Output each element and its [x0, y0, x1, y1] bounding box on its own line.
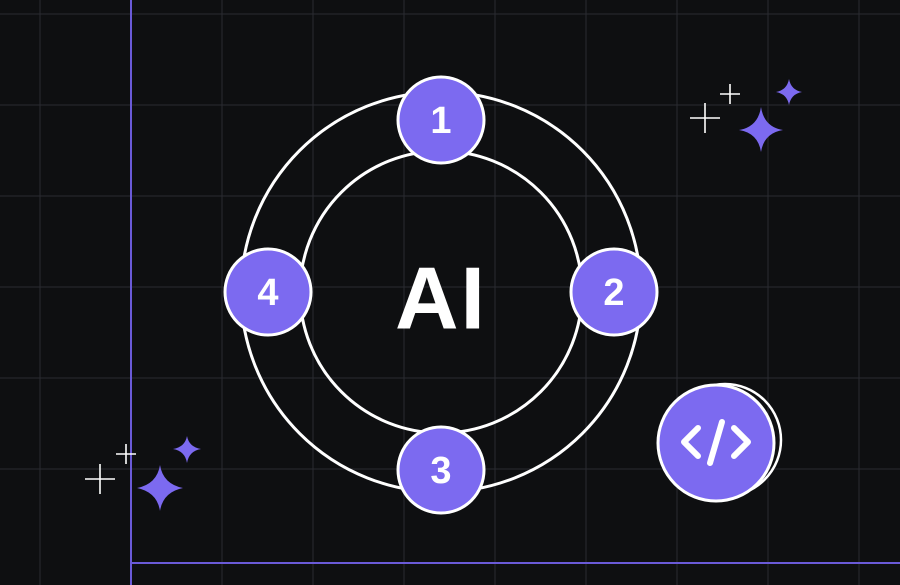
node-4: 4 [223, 247, 313, 337]
node-1-label: 1 [430, 100, 451, 142]
code-icon [681, 419, 751, 466]
plus-icon-large [690, 103, 720, 133]
sparkle-icon-small [173, 436, 201, 463]
sparkle-icon-large [739, 107, 783, 152]
sparkle-icon-large [137, 465, 183, 511]
node-4-circle [223, 247, 313, 337]
center-label: AI [395, 249, 487, 348]
plus-icon-small [116, 444, 136, 464]
node-1-circle [396, 75, 486, 165]
node-3-circle [396, 425, 486, 515]
node-3: 3 [396, 425, 486, 515]
node-4-label: 4 [257, 272, 278, 314]
plus-icon-large [85, 464, 115, 494]
sparkle-group-bottom-left [85, 436, 201, 511]
node-2-circle [569, 247, 659, 337]
code-badge [656, 382, 783, 503]
node-1: 1 [396, 75, 486, 165]
plus-icon-small [720, 84, 740, 104]
node-3-label: 3 [430, 450, 451, 492]
node-2: 2 [569, 247, 659, 337]
node-2-label: 2 [603, 272, 624, 314]
sparkle-group-top-right [690, 79, 802, 152]
sparkle-icon-small [776, 79, 802, 105]
